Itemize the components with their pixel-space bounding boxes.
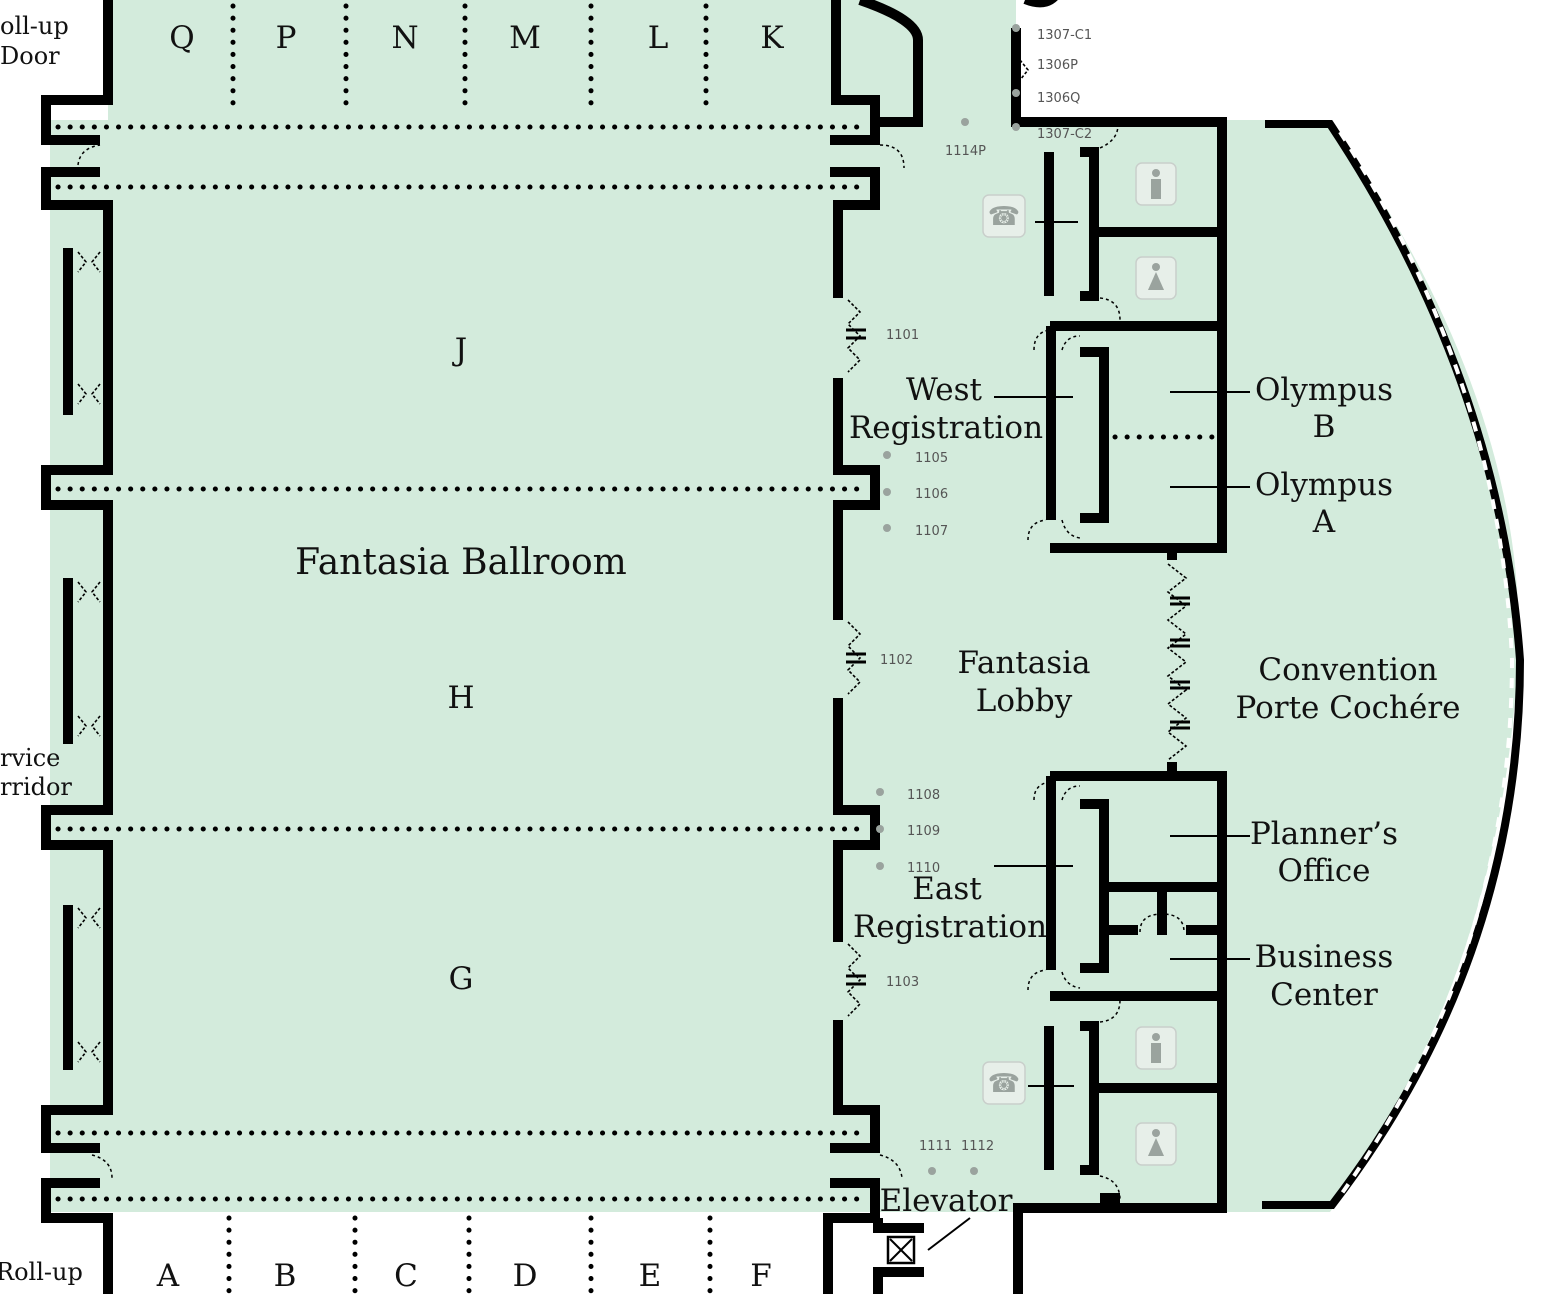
door-number: 1306Q — [1037, 91, 1080, 106]
svg-text:☎: ☎ — [988, 1069, 1020, 1099]
section-label-h: H — [447, 680, 474, 716]
bottom-bay-labels: A B C D E F — [156, 1258, 772, 1294]
olympus-b-label: B — [1313, 409, 1336, 445]
olympus-a-label: A — [1312, 504, 1336, 540]
service-corridor-label: rridor — [0, 773, 72, 801]
rollup-door-label: Door — [0, 42, 60, 70]
porte-cochere-label: Convention — [1258, 652, 1437, 688]
ballroom-west-wall — [41, 0, 113, 1294]
door-markers — [876, 24, 1020, 1175]
porte-cochere-label: Porte Cochére — [1236, 690, 1461, 726]
business-center-label: Center — [1270, 977, 1378, 1013]
door-number: 1306P — [1037, 58, 1078, 73]
telephone-icon: ☎ — [982, 194, 1026, 238]
olympus-a-label: Olympus — [1255, 467, 1393, 503]
north-service-block — [994, 122, 1250, 776]
door-number: 1102 — [880, 653, 913, 668]
bay-label: E — [639, 1258, 662, 1294]
door-number: 1114P — [945, 144, 986, 159]
door-number: 1106 — [915, 487, 948, 502]
partition-lines — [55, 3, 1215, 1294]
door-number: 1307-C2 — [1037, 127, 1092, 142]
door-number: 1110 — [907, 861, 940, 876]
bay-label: P — [276, 20, 297, 56]
bay-label: F — [750, 1258, 772, 1294]
door-number: 1108 — [907, 788, 940, 803]
bay-label: L — [648, 20, 669, 56]
fantasia-lobby-label: Fantasia — [957, 645, 1090, 681]
door-number: 1107 — [915, 524, 948, 539]
west-registration-label: West — [906, 372, 983, 408]
floor-area — [50, 0, 1519, 1212]
elevator-shaft — [873, 1217, 971, 1294]
service-corridor-label: rvice — [0, 744, 60, 772]
door-number: 1101 — [886, 328, 919, 343]
svg-text:☎: ☎ — [988, 202, 1020, 232]
bay-label: C — [394, 1258, 418, 1294]
door-numbers: 1307-C1 1306P 1306Q 1307-C2 1114P 1101 1… — [880, 28, 1092, 1154]
planners-office-label: Office — [1277, 853, 1370, 889]
business-center-label: Business — [1255, 939, 1394, 975]
door-number: 1105 — [915, 451, 948, 466]
door-number: 1112 — [961, 1139, 994, 1154]
south-service-block — [994, 771, 1250, 1294]
bay-label: K — [760, 20, 784, 56]
door-number: 1109 — [907, 824, 940, 839]
bay-label: B — [274, 1258, 297, 1294]
east-registration-label: Registration — [853, 909, 1047, 945]
bay-label: M — [509, 20, 541, 56]
ballroom-title: Fantasia Ballroom — [295, 542, 627, 583]
bay-label: A — [156, 1258, 180, 1294]
olympus-b-label: Olympus — [1255, 372, 1393, 408]
west-registration-label: Registration — [849, 410, 1043, 446]
top-bay-labels: Q P N M L K — [169, 20, 784, 56]
mens-restroom-icon — [1135, 1026, 1177, 1070]
section-label-j: J — [452, 332, 467, 368]
womens-restroom-icon — [1135, 256, 1177, 300]
door-number: 1103 — [886, 975, 919, 990]
bay-label: Q — [169, 20, 194, 56]
planners-office-label: Planner’s — [1250, 816, 1398, 852]
bay-label: D — [513, 1258, 538, 1294]
east-registration-label: East — [912, 871, 982, 907]
section-label-g: G — [449, 961, 474, 997]
elevator-icon — [886, 1235, 916, 1265]
bay-label: N — [391, 20, 418, 56]
porte-cochere-edge — [1262, 120, 1525, 1209]
door-number: 1111 — [919, 1139, 952, 1154]
mens-restroom-icon — [1135, 162, 1177, 206]
telephone-icon: ☎ — [982, 1061, 1026, 1105]
rollup-door-label: Roll-up — [0, 1258, 83, 1286]
fantasia-lobby-label: Lobby — [976, 683, 1073, 719]
womens-restroom-icon — [1135, 1122, 1177, 1166]
elevator-label: Elevator — [880, 1183, 1013, 1219]
rollup-door-label: oll-up — [0, 12, 69, 40]
door-number: 1307-C1 — [1037, 28, 1092, 43]
